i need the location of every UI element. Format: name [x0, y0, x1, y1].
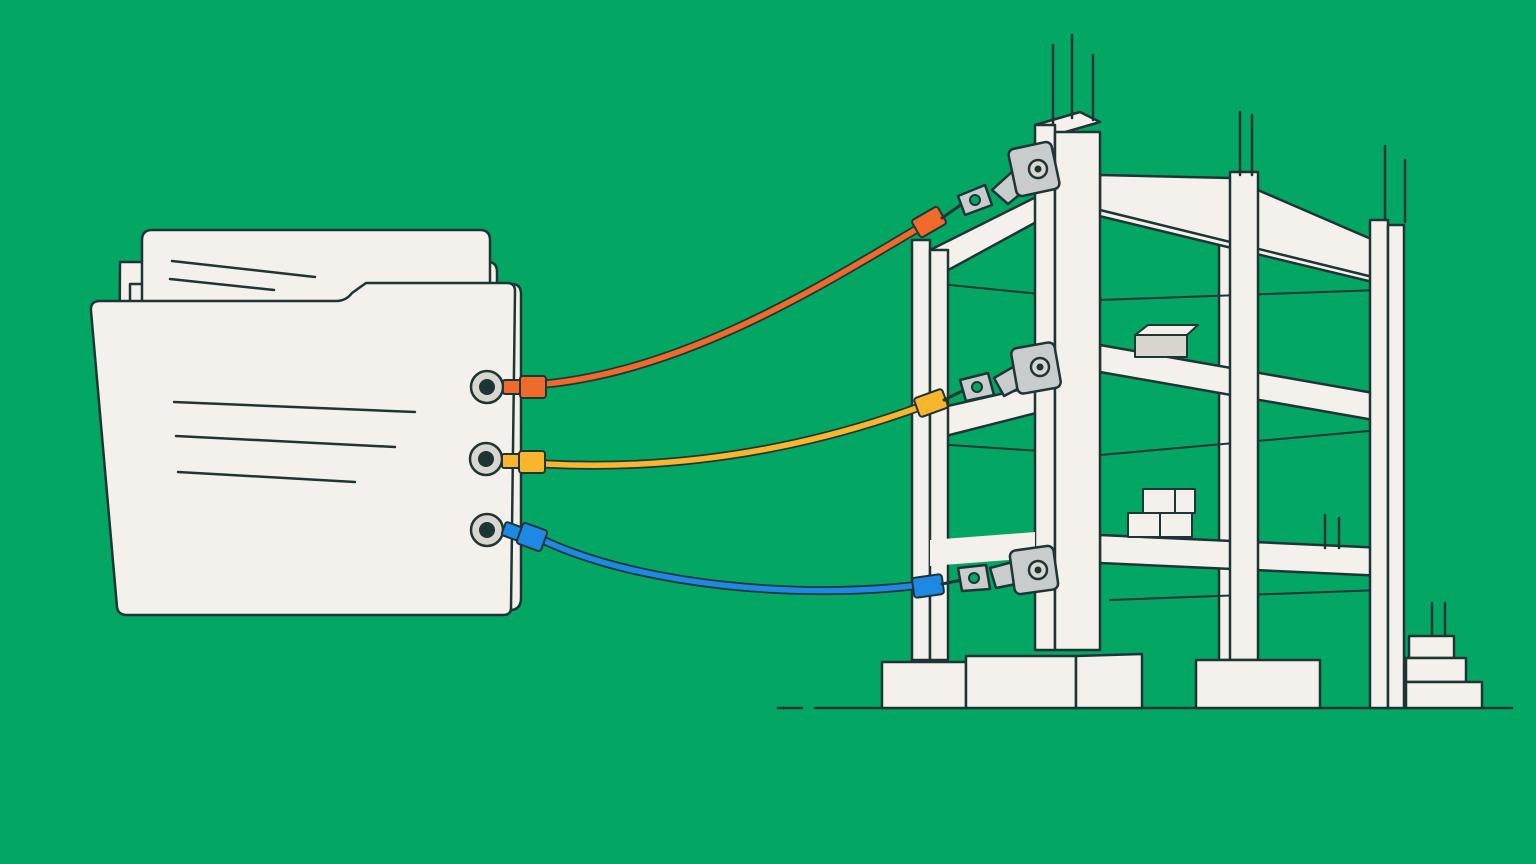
cable-bottom	[500, 521, 945, 599]
cable-bottom-ferrule	[911, 573, 945, 599]
anchors	[940, 140, 1062, 596]
footing-middle	[1194, 658, 1322, 710]
cables	[500, 205, 949, 599]
building-frame-icon	[776, 33, 1514, 710]
concrete-block-stack	[1127, 488, 1196, 538]
folder-text-line	[176, 470, 357, 484]
footing-steps	[1404, 634, 1484, 710]
folder-port-1	[469, 369, 505, 405]
document-line	[168, 277, 276, 292]
column-middle	[1228, 170, 1260, 662]
rebar	[1051, 33, 1447, 639]
document-line	[170, 259, 317, 279]
footing-left	[880, 652, 1144, 710]
cable-top-ferrule	[911, 205, 947, 239]
folder-front-panel	[89, 281, 517, 617]
column-left-front	[928, 248, 950, 662]
anchor-plate-2	[942, 341, 1062, 403]
cable-middle-plug	[518, 450, 546, 474]
beam-left-2	[930, 532, 1035, 566]
anchor-plate-3	[940, 544, 1060, 596]
cable-middle-line	[542, 402, 928, 468]
cable-top	[502, 205, 947, 399]
cable-middle	[501, 388, 949, 474]
cable-bottom-line	[542, 538, 923, 594]
folder-port-3	[469, 512, 505, 548]
column-right	[1368, 218, 1390, 710]
concrete-block	[1134, 324, 1199, 358]
folder-text-line	[174, 434, 397, 449]
cable-top-line	[542, 223, 925, 387]
folder-text-line	[172, 400, 417, 414]
cable-top-plug	[519, 375, 547, 399]
column-main-front	[1053, 130, 1102, 652]
anchor-plate-1	[940, 140, 1061, 220]
folder-icon	[89, 228, 523, 617]
folder-port-2	[468, 441, 504, 477]
cable-bottom-plug	[515, 522, 549, 552]
column-right-front	[1386, 223, 1406, 710]
